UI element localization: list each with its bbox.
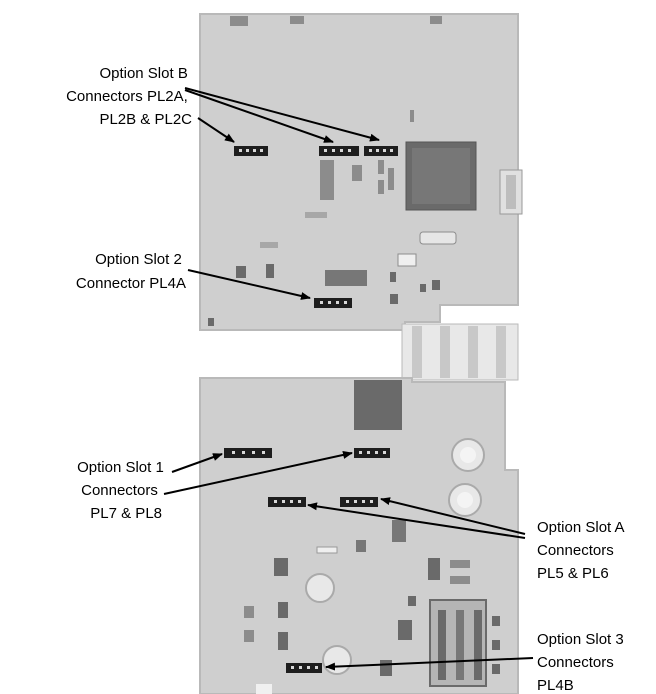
small-component	[378, 160, 384, 174]
connector-pl6	[340, 497, 378, 507]
small-component	[410, 110, 414, 122]
label-option-slot-a: Option Slot A Connectors PL5 & PL6	[537, 519, 628, 582]
label-option-slot-3: Option Slot 3 Connectors PL4B	[537, 631, 628, 694]
resistor	[316, 546, 338, 554]
small-component	[236, 266, 246, 278]
small-component	[450, 576, 470, 584]
side-connector	[506, 175, 516, 209]
small-component	[450, 560, 470, 568]
leader-slot-b-pl2a	[197, 117, 235, 143]
connector-pl4a	[314, 298, 352, 308]
leader-slot-1-pl7	[171, 453, 223, 473]
small-component	[352, 165, 362, 181]
leader-slot-3-pl4b	[325, 657, 534, 671]
connector-pl7	[224, 448, 272, 458]
small-component	[244, 630, 254, 642]
leader-slot-b-pl2c	[184, 87, 380, 142]
leader-lines	[163, 87, 534, 671]
connector-pl2b	[319, 146, 359, 156]
label-option-slot-b: Option Slot B Connectors PL2A, PL2B & PL…	[66, 65, 192, 128]
capacitor	[322, 645, 352, 675]
small-component	[266, 264, 274, 278]
top-edge-component	[290, 16, 304, 24]
connector-pl2a	[234, 146, 268, 156]
label-option-slot-2: Option Slot 2 Connector PL4A	[76, 251, 186, 292]
connector-pl4b	[286, 663, 322, 673]
small-component	[356, 540, 366, 552]
leader-slot-1-pl8	[163, 451, 353, 495]
capacitor	[460, 447, 476, 463]
small-component	[278, 632, 288, 650]
transformer	[429, 599, 487, 687]
small-component	[208, 318, 214, 326]
leader-slot-2-pl4a	[187, 269, 311, 300]
small-component	[428, 558, 440, 580]
top-edge-component	[230, 16, 248, 26]
board-interconnect	[401, 323, 519, 381]
dip-socket	[419, 231, 457, 245]
upper-circuit-board	[199, 13, 523, 331]
leader-slot-a-pl5	[307, 502, 526, 539]
small-component	[392, 520, 406, 542]
resistor	[260, 242, 278, 248]
small-component	[320, 160, 334, 200]
small-component	[378, 180, 384, 194]
resistor	[305, 212, 327, 218]
capacitor	[305, 573, 335, 603]
small-component	[420, 284, 426, 292]
small-component	[408, 596, 416, 606]
capacitor	[457, 492, 473, 508]
leader-slot-b-pl2b	[184, 89, 334, 143]
lower-circuit-board	[199, 377, 519, 694]
bottom-edge-component	[256, 684, 272, 694]
small-component	[390, 272, 396, 282]
processor-chip-die	[412, 148, 470, 204]
small-component	[274, 558, 288, 576]
small-component	[380, 660, 392, 676]
small-component	[492, 664, 500, 674]
top-edge-component	[430, 16, 442, 24]
connector-pl8	[354, 448, 390, 458]
connector-pl2c	[364, 146, 398, 156]
small-component	[432, 280, 440, 290]
small-component	[492, 640, 500, 650]
small-component	[278, 602, 288, 618]
connector-pl5	[268, 497, 306, 507]
small-component	[390, 294, 398, 304]
label-option-slot-1: Option Slot 1 Connectors PL7 & PL8	[77, 459, 168, 522]
heatsink	[354, 380, 402, 430]
leader-slot-a-pl6	[380, 497, 526, 535]
small-component	[244, 606, 254, 618]
small-component	[492, 616, 500, 626]
small-component	[398, 620, 412, 640]
ic-chip	[325, 270, 367, 286]
crystal	[397, 253, 417, 267]
small-component	[388, 168, 394, 190]
